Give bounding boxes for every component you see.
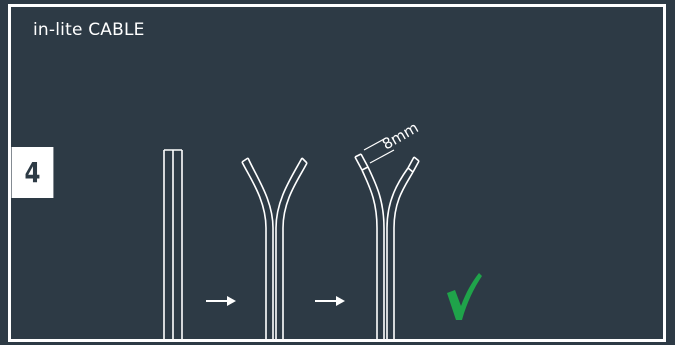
check-mark-icon <box>447 273 482 320</box>
step-number-badge: 4 <box>11 147 54 198</box>
arrow-right-icon <box>206 296 236 306</box>
stripped-cable-icon <box>354 153 420 339</box>
diagram-frame <box>8 4 666 342</box>
dimension-callout <box>363 137 395 164</box>
page-title: in-lite CABLE <box>33 20 145 40</box>
arrow-right-icon <box>315 296 345 306</box>
straight-cable-icon <box>163 149 183 339</box>
split-cable-icon <box>241 157 308 339</box>
dimension-label: 8mm <box>379 118 422 153</box>
